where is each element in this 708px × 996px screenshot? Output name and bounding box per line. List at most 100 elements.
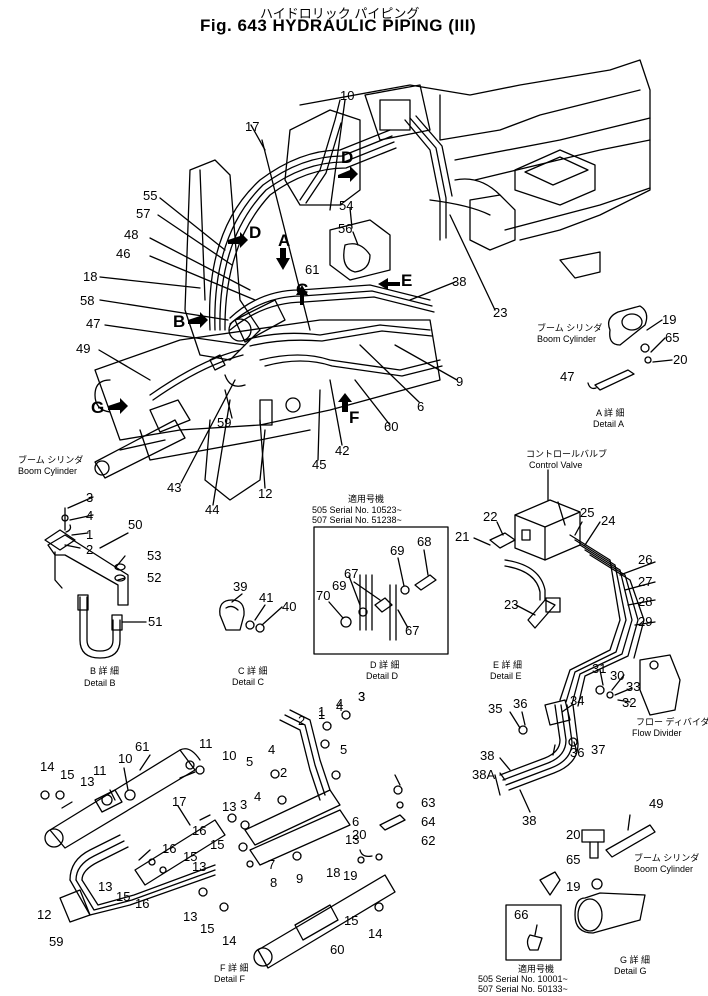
detail-f-callout-62: 62 bbox=[421, 833, 436, 848]
detail-f-callout-64: 64 bbox=[421, 814, 436, 829]
detail-f-callout-15e: 15 bbox=[200, 921, 215, 936]
detail-f-callout-8: 8 bbox=[270, 875, 278, 890]
detail-f-callout-15f: 15 bbox=[344, 913, 359, 928]
callout-59: 59 bbox=[217, 415, 232, 430]
detail-f-callout-17: 17 bbox=[172, 794, 187, 809]
callout-61: 61 bbox=[305, 262, 320, 277]
detail-f-callout-3a: 3 bbox=[358, 689, 366, 704]
detail-f-caption-jp: F 詳 細 bbox=[220, 963, 249, 973]
detail-e-caption: Detail E bbox=[490, 671, 522, 681]
detail-f-callout-12: 12 bbox=[37, 907, 52, 922]
detail-f-callout-15d: 15 bbox=[116, 889, 131, 904]
detail-e-drawing bbox=[473, 469, 681, 813]
detail-f-callout-2a: 2 bbox=[298, 713, 306, 728]
callout-38: 38 bbox=[452, 274, 467, 289]
callout-9: 9 bbox=[456, 374, 464, 389]
detail-e-callout-37: 37 bbox=[591, 742, 606, 757]
callout-49: 49 bbox=[76, 341, 91, 356]
detail-f-callout-15c: 15 bbox=[183, 849, 198, 864]
detail-g-serial-jp: 適用号機 bbox=[518, 964, 555, 974]
detail-f-callout-18: 18 bbox=[326, 865, 341, 880]
detail-b-callout-1: 1 bbox=[86, 527, 94, 542]
subtitle-japanese: ハイドロリック パイピング bbox=[260, 6, 420, 21]
detail-b-drawing bbox=[44, 496, 147, 659]
detail-c-callout-40: 40 bbox=[282, 599, 297, 614]
callout-45: 45 bbox=[312, 457, 327, 472]
detail-b-callout-4: 4 bbox=[86, 508, 94, 523]
detail-f-callout-3b: 3 bbox=[240, 797, 248, 812]
detail-g-callout-19: 19 bbox=[566, 879, 581, 894]
detail-e-callout-28: 28 bbox=[638, 594, 653, 609]
detail-f-callout-16b: 16 bbox=[162, 841, 177, 856]
detail-f-callout-5b: 5 bbox=[246, 754, 254, 769]
detail-b-callout-3: 3 bbox=[86, 490, 94, 505]
detail-b-callout-52: 52 bbox=[147, 570, 162, 585]
detail-f-caption: Detail F bbox=[214, 974, 246, 984]
detail-c-drawing bbox=[219, 593, 283, 633]
view-pointer-d-top: D bbox=[341, 148, 354, 167]
callout-56: 56 bbox=[338, 221, 353, 236]
detail-b-callout-2: 2 bbox=[86, 542, 94, 557]
detail-f-callout-19: 19 bbox=[343, 868, 358, 883]
detail-d-callout-67b: 67 bbox=[405, 623, 420, 638]
detail-f-callout-3c: 3 bbox=[358, 689, 366, 704]
view-pointer-e: E bbox=[401, 271, 413, 290]
detail-f-callout-13e: 13 bbox=[183, 909, 198, 924]
detail-b-callout-51: 51 bbox=[148, 614, 163, 629]
detail-f-callout-9: 9 bbox=[296, 871, 304, 886]
detail-g-boom-en: Boom Cylinder bbox=[634, 864, 694, 874]
detail-g-callout-65: 65 bbox=[566, 852, 581, 867]
detail-g-callout-49: 49 bbox=[649, 796, 664, 811]
detail-e-callout-22: 22 bbox=[483, 509, 498, 524]
flow-divider-jp: フロー ディバイダ bbox=[636, 717, 708, 727]
view-pointer-arrows bbox=[108, 166, 400, 414]
detail-e-callout-36a: 36 bbox=[513, 696, 528, 711]
detail-f-callout-4c: 4 bbox=[254, 789, 262, 804]
detail-e-callout-30: 30 bbox=[610, 668, 625, 683]
boom-cylinder-en: Boom Cylinder bbox=[18, 466, 78, 476]
detail-g-boom-jp: ブーム シリンダ bbox=[634, 853, 700, 863]
detail-f-callout-14b: 14 bbox=[222, 933, 237, 948]
detail-f-callout-10b: 10 bbox=[222, 748, 237, 763]
detail-f-callout-7: 7 bbox=[268, 857, 276, 872]
detail-d-caption: Detail D bbox=[366, 671, 399, 681]
control-valve-en: Control Valve bbox=[529, 460, 583, 470]
main-assembly-drawing bbox=[94, 59, 651, 506]
detail-e-callout-31: 31 bbox=[592, 661, 607, 676]
detail-f-callout-2b: 2 bbox=[280, 765, 288, 780]
detail-e-callout-26: 26 bbox=[638, 552, 653, 567]
detail-g-callout-66: 66 bbox=[514, 907, 529, 922]
detail-c-callout-39: 39 bbox=[233, 579, 248, 594]
detail-e-caption-jp: E 詳 細 bbox=[493, 660, 523, 670]
detail-f-callout-14a: 14 bbox=[40, 759, 55, 774]
flow-divider-en: Flow Divider bbox=[632, 728, 682, 738]
boom-cylinder-jp: ブーム シリンダ bbox=[18, 455, 84, 465]
detail-g-callout-20: 20 bbox=[566, 827, 581, 842]
detail-d-caption-jp: D 詳 細 bbox=[370, 660, 400, 670]
callout-55: 55 bbox=[143, 188, 158, 203]
detail-b-caption: Detail B bbox=[84, 678, 116, 688]
detail-e-callout-34: 34 bbox=[570, 693, 585, 708]
detail-d-serial-2: 507 Serial No. 51238~ bbox=[312, 515, 402, 525]
view-pointer-f: F bbox=[349, 408, 360, 427]
detail-a-callout-65: 65 bbox=[665, 330, 680, 345]
detail-e-callout-38b: 38 bbox=[522, 813, 537, 828]
view-pointer-b: B bbox=[173, 312, 186, 331]
detail-f-callout-13d: 13 bbox=[98, 879, 113, 894]
detail-e-callout-23: 23 bbox=[504, 597, 519, 612]
detail-g-caption-jp: G 詳 細 bbox=[620, 955, 651, 965]
detail-f-callout-63: 63 bbox=[421, 795, 436, 810]
detail-b-callout-50: 50 bbox=[128, 517, 143, 532]
detail-f-callout-13b: 13 bbox=[222, 799, 237, 814]
detail-e-callout-35: 35 bbox=[488, 701, 503, 716]
view-pointer-g: G bbox=[91, 398, 105, 417]
detail-f-callout-14c: 14 bbox=[368, 926, 383, 941]
callout-46: 46 bbox=[116, 246, 131, 261]
detail-g-caption: Detail G bbox=[614, 966, 647, 976]
callout-47: 47 bbox=[86, 316, 101, 331]
detail-f-callout-4d: 4 bbox=[336, 696, 344, 711]
detail-a-callout-20: 20 bbox=[673, 352, 688, 367]
detail-f-callout-59: 59 bbox=[49, 934, 64, 949]
callout-18: 18 bbox=[83, 269, 98, 284]
